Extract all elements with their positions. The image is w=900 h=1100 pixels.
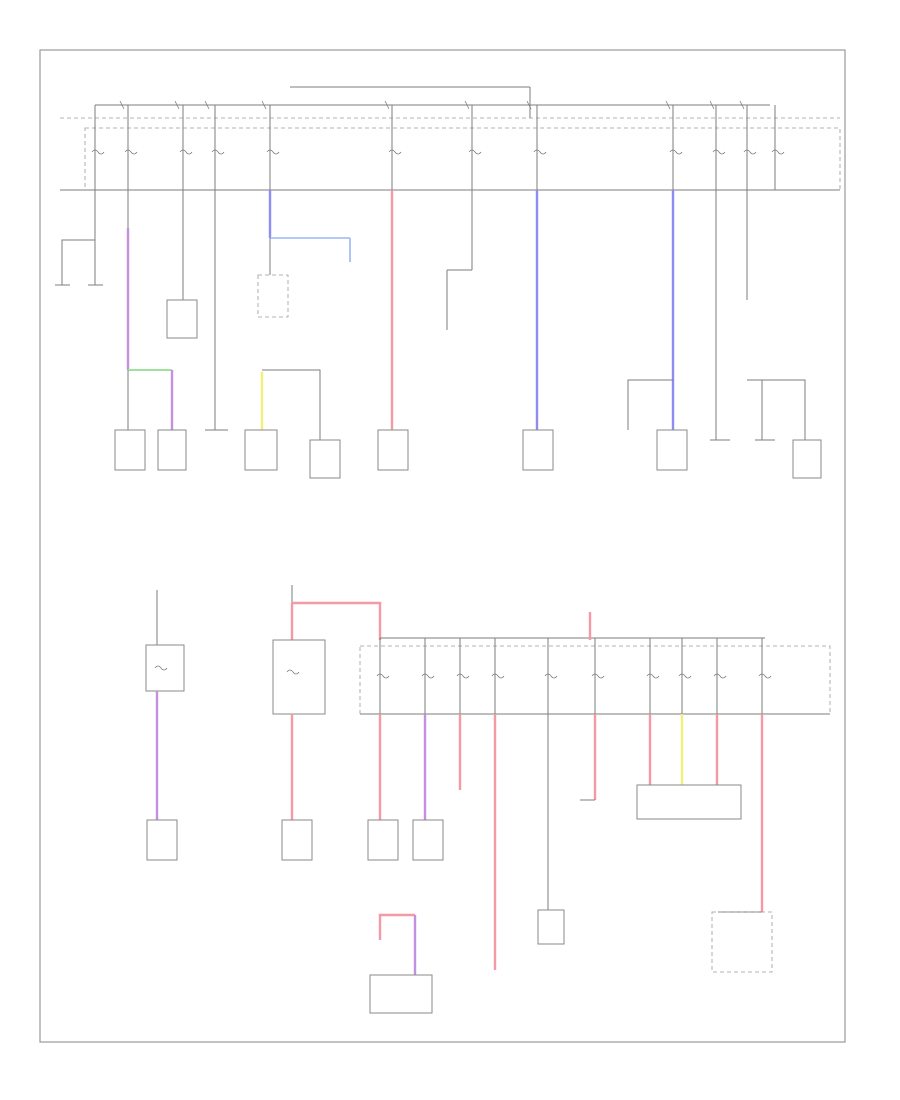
top-fuse-drops bbox=[94, 105, 776, 190]
top-bus-connectors bbox=[119, 100, 745, 110]
top-branches bbox=[55, 190, 806, 441]
lower-fuse-glyphs bbox=[376, 673, 772, 679]
diagram-frame bbox=[39, 49, 846, 1043]
left-fuse-module bbox=[145, 590, 185, 861]
top-components bbox=[114, 429, 822, 479]
lower-fuse-drops bbox=[379, 638, 763, 714]
top-fuse-box bbox=[60, 86, 841, 191]
top-fuse-glyphs bbox=[91, 149, 785, 155]
center-relay-module bbox=[272, 585, 382, 861]
lower-branches bbox=[367, 714, 773, 1014]
lower-fuse-box bbox=[359, 612, 831, 715]
